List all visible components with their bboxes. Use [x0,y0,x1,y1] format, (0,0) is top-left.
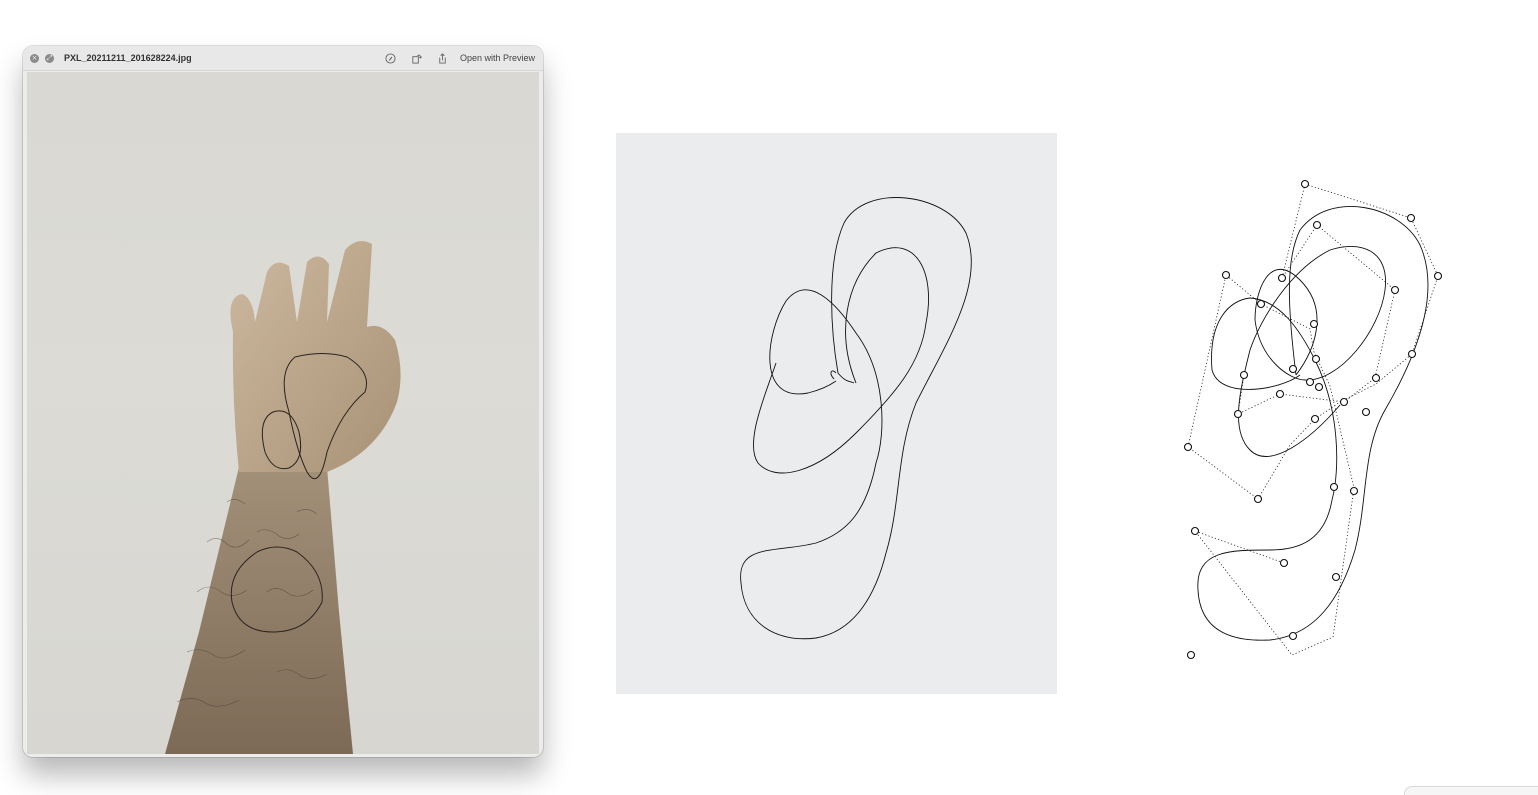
fullscreen-icon[interactable]: ⤢ [45,53,54,63]
bezier-canvas [1100,150,1500,710]
window-edge-fragment [1404,786,1538,795]
quicklook-window: × ⤢ PXL_20211211_201628224.jpg Open with… [23,46,543,757]
quicklook-toolbar: Open with Preview [370,52,543,64]
photo-preview [27,72,539,754]
share-icon[interactable] [437,52,448,64]
curve-canvas [616,133,1057,694]
rotate-icon[interactable] [411,53,422,64]
file-title: PXL_20211211_201628224.jpg [64,53,192,63]
freehand-curve [740,197,972,640]
open-with-preview-button[interactable]: Open with Preview [459,53,535,63]
bezier-curve-with-handles [1183,179,1443,660]
close-icon[interactable]: × [30,53,39,63]
quicklook-titlebar: × ⤢ PXL_20211211_201628224.jpg Open with… [23,46,543,71]
arm-photo [165,241,401,754]
markup-icon[interactable] [385,52,396,64]
